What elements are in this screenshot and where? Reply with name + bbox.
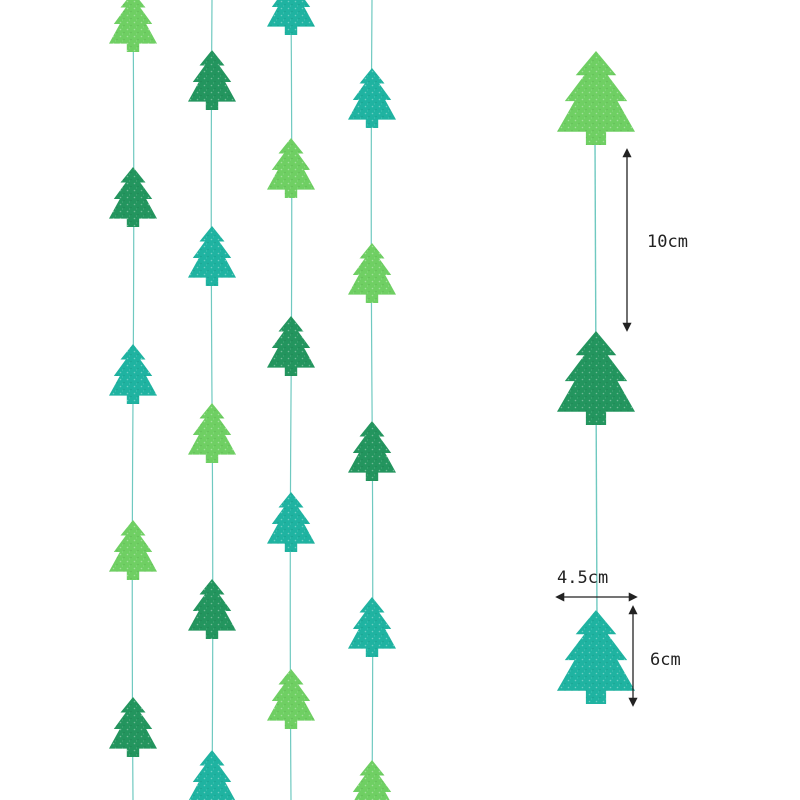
christmas-tree-icon [188, 750, 236, 800]
christmas-tree-icon [348, 243, 396, 303]
christmas-tree-icon [352, 760, 392, 800]
christmas-tree-icon [348, 597, 396, 657]
christmas-tree-icon [109, 520, 157, 580]
christmas-tree-icon [267, 492, 315, 552]
christmas-tree-icon [109, 344, 157, 404]
christmas-tree-icon [188, 50, 236, 110]
christmas-tree-icon [557, 610, 635, 704]
christmas-tree-icon [109, 697, 157, 757]
christmas-tree-icon [267, 316, 315, 376]
christmas-tree-icon [109, 167, 157, 227]
christmas-tree-icon [557, 51, 635, 145]
christmas-tree-icon [267, 138, 315, 198]
christmas-tree-icon [109, 0, 157, 52]
garland-strings [131, 0, 374, 800]
christmas-tree-icon [557, 331, 635, 425]
christmas-tree-icon [188, 226, 236, 286]
christmas-tree-icon [188, 403, 236, 463]
garland-string [210, 0, 214, 800]
christmas-tree-icon [267, 669, 315, 729]
spacing-label: 10cm [647, 232, 688, 252]
detail-trees [557, 51, 635, 704]
width-label: 4.5cm [557, 568, 609, 588]
height-label: 6cm [650, 650, 681, 670]
garland-trees [109, 0, 396, 800]
christmas-tree-icon [348, 421, 396, 481]
christmas-tree-icon [267, 0, 315, 35]
christmas-tree-icon [188, 579, 236, 639]
christmas-tree-icon [348, 68, 396, 128]
